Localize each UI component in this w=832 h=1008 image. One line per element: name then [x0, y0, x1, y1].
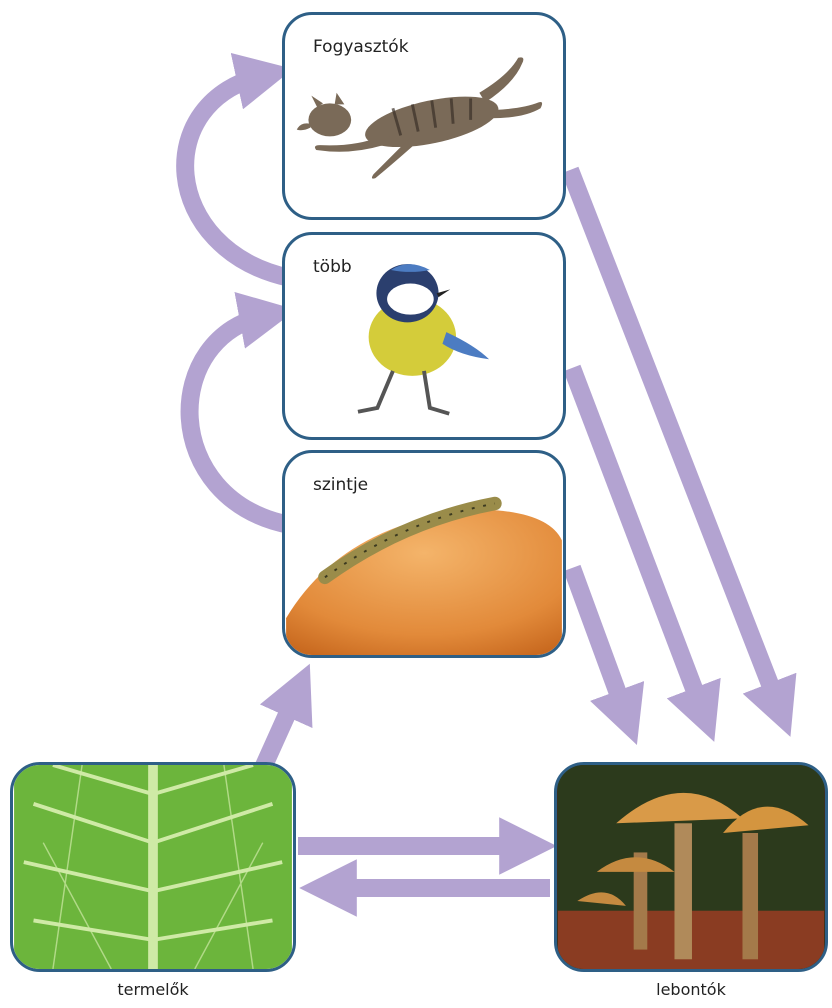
arrow-low-to-decomposer: [572, 568, 627, 718]
arrow-low-to-mid: [190, 315, 290, 525]
arrow-mid-to-decomposer: [572, 368, 704, 715]
producer-caption: termelők: [53, 980, 253, 999]
consumer-card-top: Fogyasztók: [282, 12, 566, 220]
arrow-producer-to-low: [262, 690, 298, 770]
producer-card: [10, 762, 296, 972]
arrow-mid-to-top: [185, 75, 290, 278]
mushrooms-icon: [557, 765, 825, 969]
decomposer-card: [554, 762, 828, 972]
consumer-card-mid: több: [282, 232, 566, 440]
decomposer-caption: lebontók: [591, 980, 791, 999]
consumer-mid-label: több: [313, 257, 352, 277]
consumer-top-label: Fogyasztók: [313, 37, 409, 57]
green-leaf-icon: [13, 765, 293, 969]
consumer-low-label: szintje: [313, 475, 368, 495]
consumer-card-low: szintje: [282, 450, 566, 658]
